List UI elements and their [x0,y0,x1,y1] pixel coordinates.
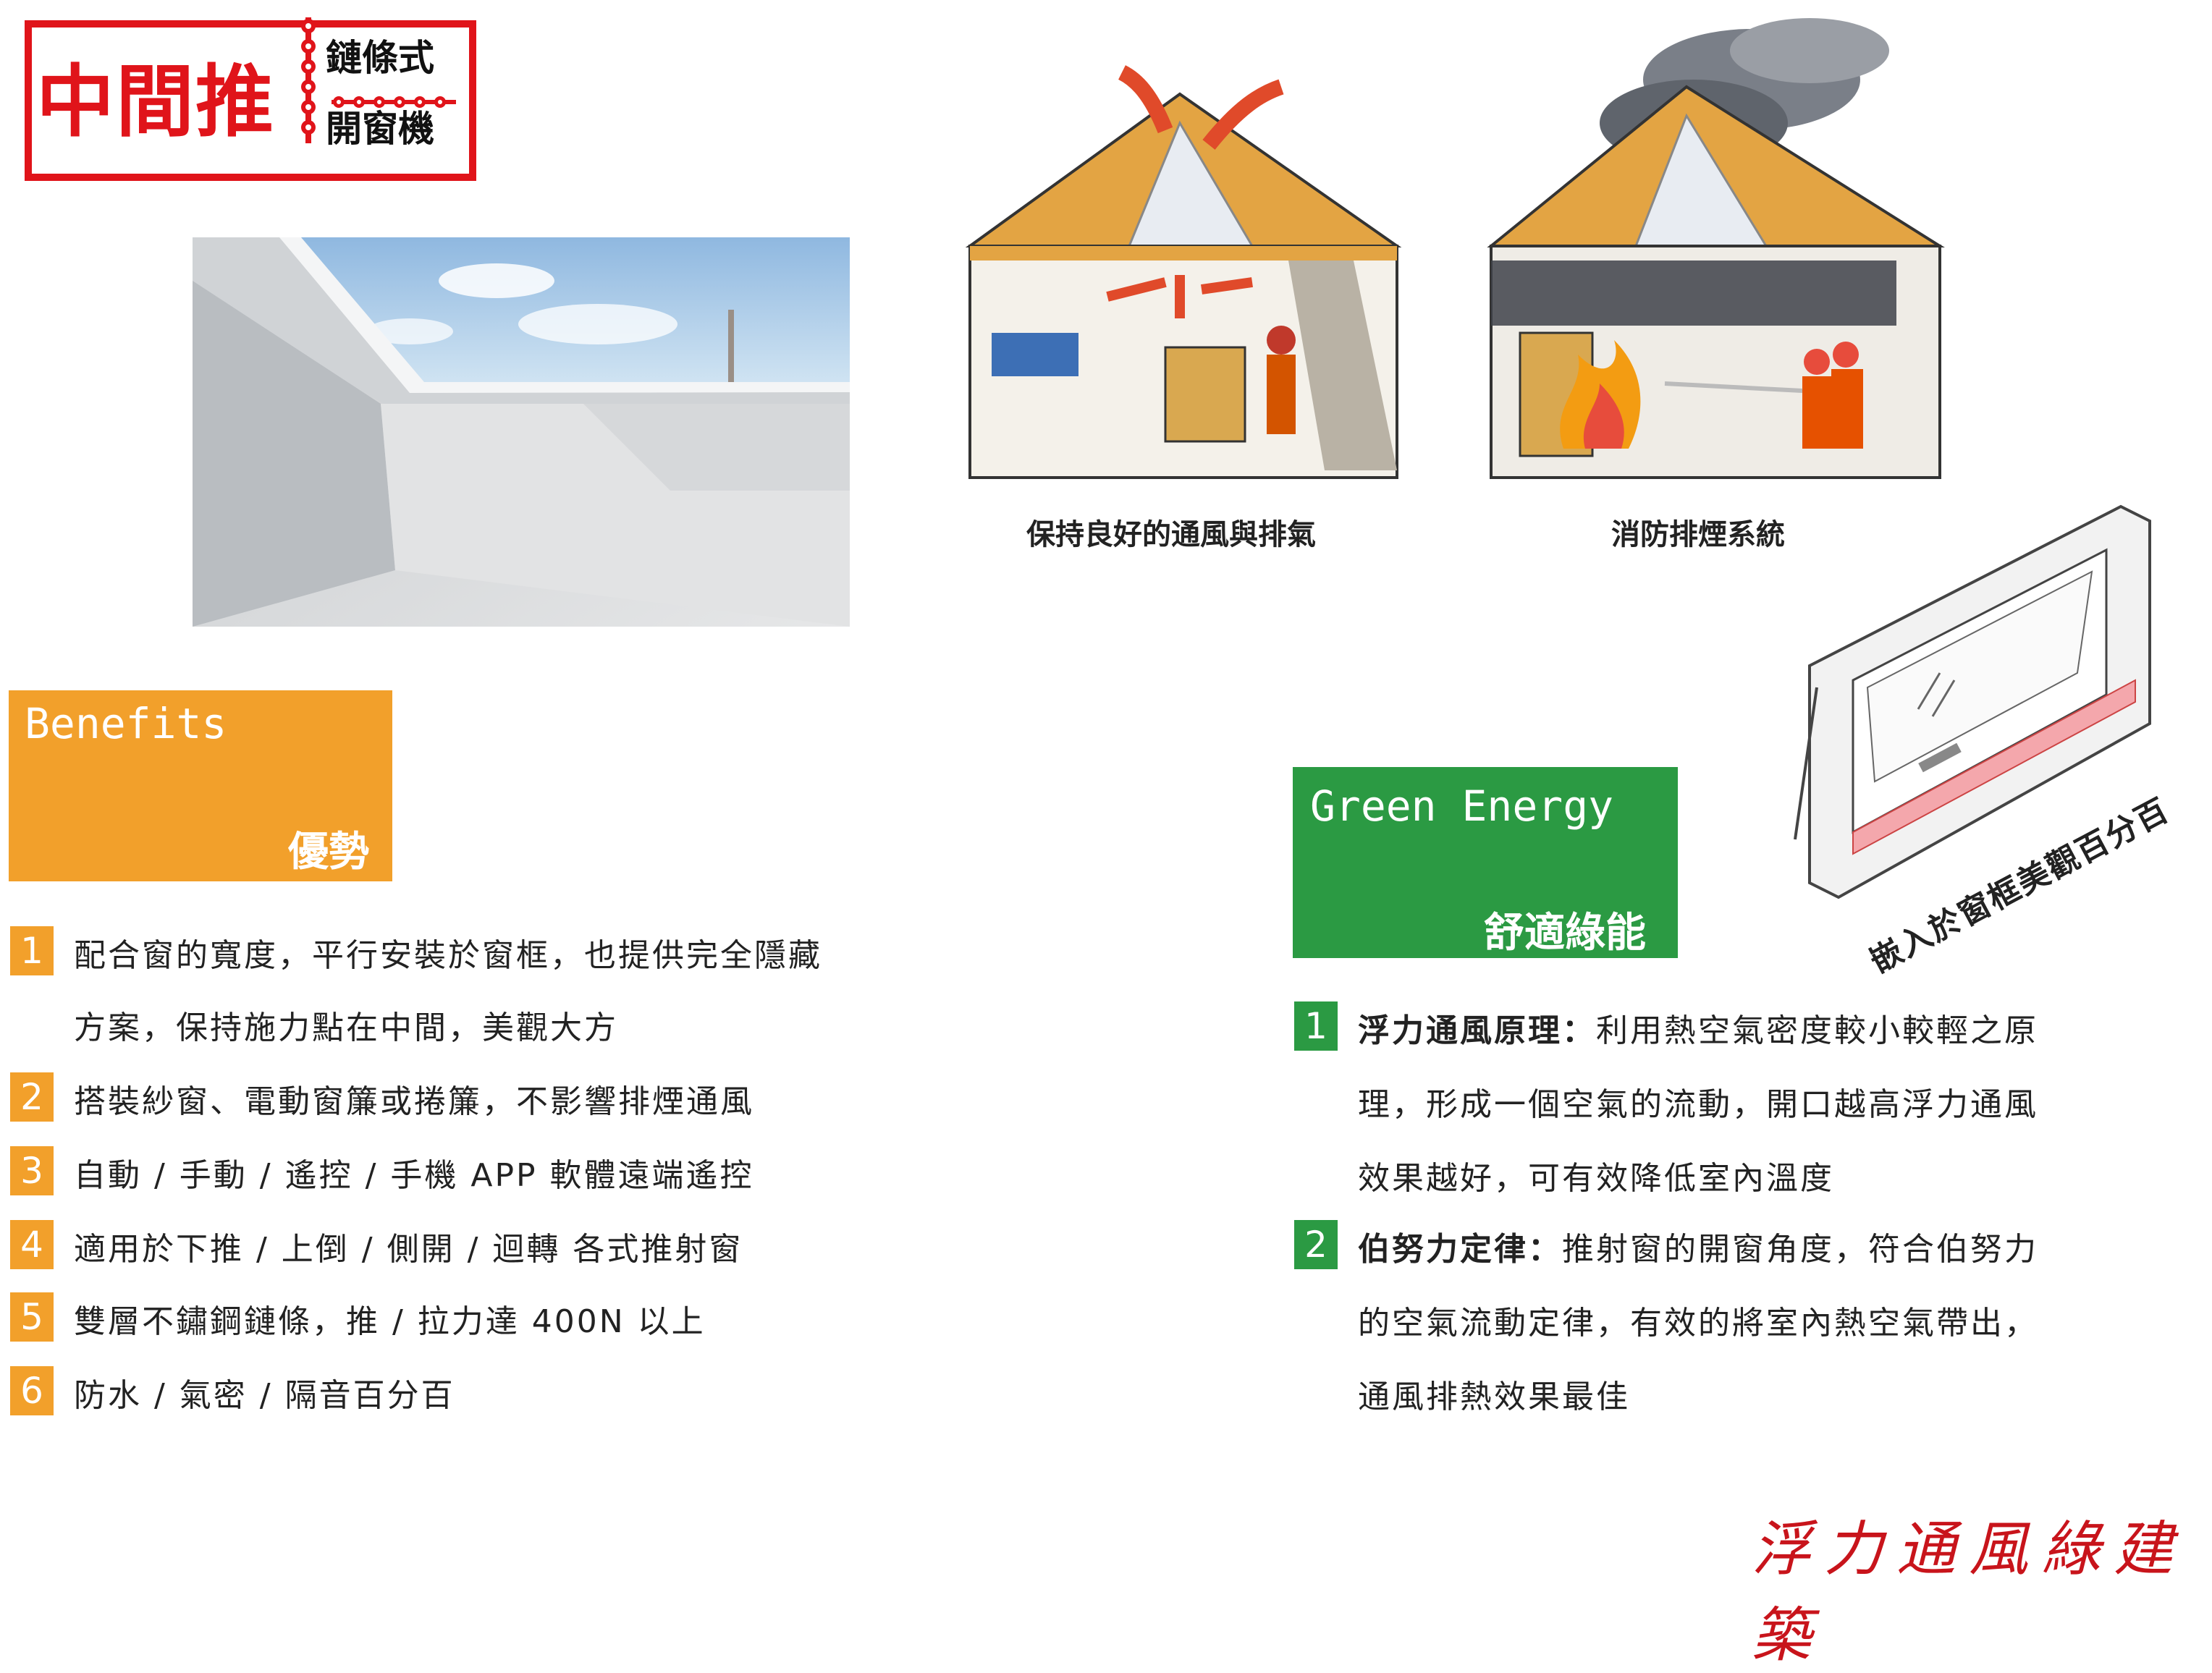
chain-icon [301,17,316,143]
green-item-2-term: 伯努力定律： [1358,1231,1562,1268]
benefit-item-5: 雙層不鏽鋼鏈條，推 / 拉力達 400N 以上 [74,1303,706,1340]
green-energy-header-box [1293,767,1678,958]
skylight-photo [193,237,850,627]
ventilation-illustration [965,65,1402,479]
green-item-2-line2: 的空氣流動定律，有效的將室內熱空氣帶出， [1358,1305,2038,1342]
fire-smoke-illustration [1487,18,1945,479]
logo-title: 中間推 [36,56,276,148]
benefit-number-6: 6 [10,1366,54,1415]
window-frame-diagram [1794,504,2151,899]
benefit-item-1-line2: 方案，保持施力點在中間，美觀大方 [74,1009,618,1046]
benefit-item-3: 自動 / 手動 / 遙控 / 手機 APP 軟體遠端遙控 [74,1157,754,1194]
green-number-1: 1 [1294,1001,1338,1051]
benefit-item-6: 防水 / 氣密 / 隔音百分百 [74,1377,455,1414]
green-number-2: 2 [1294,1220,1338,1269]
green-item-1-line3: 效果越好，可有效降低室內溫度 [1358,1160,1834,1197]
benefit-number-4: 4 [10,1220,54,1269]
logo-subtitle-bottom: 開窗機 [326,108,434,150]
benefit-number-2: 2 [10,1072,54,1122]
green-item-1-text: 利用熱空氣密度較小較輕之原 [1596,1012,2038,1049]
green-item-1-term: 浮力通風原理： [1358,1012,1596,1049]
benefits-title-en: Benefits [25,699,227,748]
footer-slogan: 浮力通風綠建築 [1752,1515,2186,1670]
green-title-en: Green Energy [1310,782,1614,831]
green-title-zh: 舒適綠能 [1484,910,1646,957]
benefit-number-5: 5 [10,1292,54,1342]
chain-divider-icon [332,96,456,108]
caption-fire: 消防排煙系統 [1611,518,1785,551]
benefits-title-zh: 優勢 [288,829,369,876]
green-item-2-line3: 通風排熱效果最佳 [1358,1378,1630,1415]
green-item-1-line1: 浮力通風原理：利用熱空氣密度較小較輕之原 [1358,1004,2038,1051]
green-item-2-line1: 伯努力定律：推射窗的開窗角度，符合伯努力 [1358,1223,2038,1269]
benefits-header-box [9,690,392,881]
benefit-number-3: 3 [10,1146,54,1195]
caption-ventilation: 保持良好的通風與排氣 [1026,518,1316,551]
benefit-item-1-line1: 配合窗的寬度，平行安裝於窗框，也提供完全隱藏 [74,937,822,974]
benefit-number-1: 1 [10,926,54,975]
benefit-item-4: 適用於下推 / 上倒 / 側開 / 迴轉 各式推射窗 [74,1231,743,1268]
green-item-2-text: 推射窗的開窗角度，符合伯努力 [1562,1231,2038,1268]
green-item-1-line2: 理，形成一個空氣的流動，開口越高浮力通風 [1358,1086,2038,1123]
logo-subtitle-top: 鏈條式 [326,37,434,79]
benefit-item-2: 搭裝紗窗、電動窗簾或捲簾，不影響排煙通風 [74,1083,754,1120]
